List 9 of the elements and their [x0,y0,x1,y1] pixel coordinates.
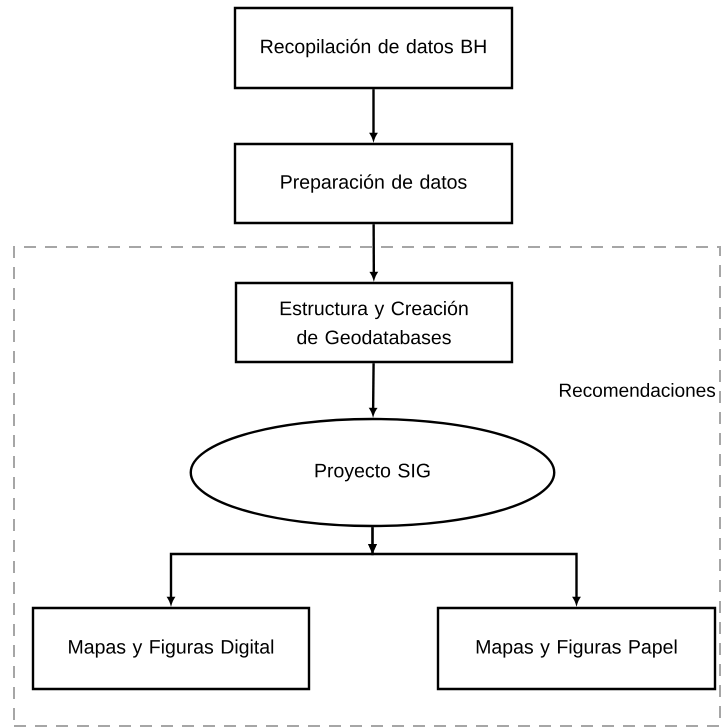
process-box: Recopilación de datos BH [234,6,514,90]
process-box: Mapas y Figuras Papel [436,606,716,690]
arrow [370,224,378,280]
process-box: Preparación de datos [234,142,514,224]
process-box: Mapas y Figuras Digital [32,606,310,690]
arrow [370,89,378,140]
process-box: Estructura y Creación de Geodatabases [234,282,514,364]
arrow [368,527,580,604]
arrow [370,363,377,416]
